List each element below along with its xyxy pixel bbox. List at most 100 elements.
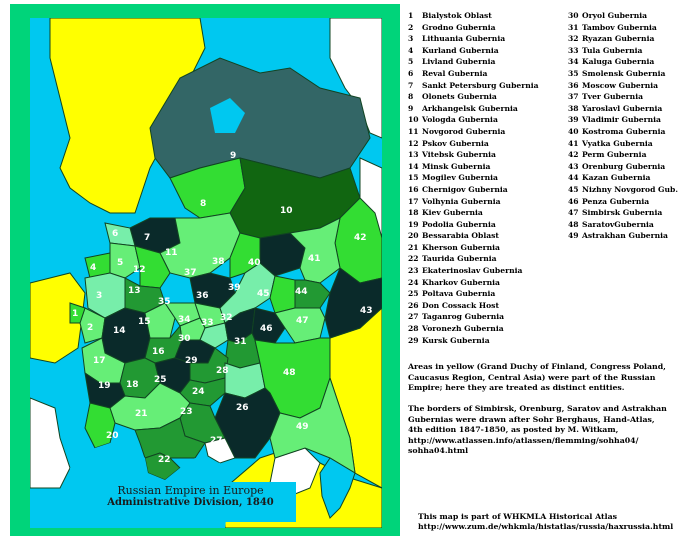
map-label-31: 31 — [234, 337, 247, 347]
map-label-10: 10 — [280, 206, 293, 216]
region-43 — [324, 267, 382, 339]
map-label-4: 4 — [90, 263, 96, 273]
caspian-sea — [319, 457, 356, 519]
note-borders-source: The borders of Simbirsk, Orenburg, Sarat… — [408, 404, 667, 455]
map-label-24: 24 — [192, 387, 205, 397]
map-label-12: 12 — [133, 265, 146, 275]
region-49 — [269, 376, 356, 474]
map-label-25: 25 — [154, 375, 167, 385]
region-27 — [204, 437, 236, 464]
map-label-30: 30 — [178, 334, 191, 344]
map-label-40: 40 — [248, 258, 261, 268]
region-41 — [288, 217, 341, 284]
map-label-26: 26 — [236, 403, 249, 413]
map-label-37: 37 — [184, 268, 197, 278]
map-label-8: 8 — [200, 199, 206, 209]
map-label-21: 21 — [135, 409, 148, 419]
map-label-23: 23 — [180, 407, 193, 417]
map-svg: 1 2 3 4 5 6 7 8 9 10 11 12 13 14 15 16 1… — [30, 18, 382, 528]
map-labels: 1 2 3 4 5 6 7 8 9 10 11 12 13 14 15 16 1… — [72, 151, 373, 465]
map-label-16: 16 — [152, 347, 165, 357]
caption-box — [86, 482, 296, 522]
poland-region — [30, 272, 86, 364]
map-label-41: 41 — [308, 254, 321, 264]
map-label-29: 29 — [185, 356, 198, 366]
map-label-13: 13 — [128, 286, 141, 296]
finland-region — [49, 18, 206, 214]
map-label-49: 49 — [296, 422, 309, 432]
white-sea — [210, 98, 245, 133]
map-label-18: 18 — [126, 380, 139, 390]
map-label-6: 6 — [112, 229, 118, 239]
map-label-47: 47 — [296, 316, 309, 326]
region-1 — [69, 302, 86, 324]
map-label-17: 17 — [93, 356, 106, 366]
credit-line-2: http://www.zum.de/whkmla/histatlas/russi… — [418, 521, 674, 531]
map-label-42: 42 — [354, 233, 367, 243]
map-label-28: 28 — [216, 366, 229, 376]
map-label-5: 5 — [117, 258, 123, 268]
note-credit: This map is part of WHKMLA Historical At… — [418, 512, 680, 531]
map-label-36: 36 — [196, 291, 209, 301]
caption-subtitle: Administrative Division, 1840 — [107, 497, 274, 508]
map-label-46: 46 — [260, 324, 273, 334]
region-45 — [269, 275, 296, 314]
map-label-11: 11 — [165, 248, 178, 258]
map-label-9: 9 — [230, 151, 236, 161]
map-label-14: 14 — [113, 326, 126, 336]
map-label-35: 35 — [158, 297, 171, 307]
map-label-7: 7 — [144, 233, 150, 243]
map-label-44: 44 — [295, 287, 308, 297]
map-label-1: 1 — [72, 309, 78, 319]
map-label-39: 39 — [228, 283, 241, 293]
note-yellow-areas: Areas in yellow (Grand Duchy of Finland,… — [408, 362, 666, 392]
map-label-20: 20 — [106, 431, 119, 441]
map-label-48: 48 — [283, 368, 296, 378]
map-frame: 1 2 3 4 5 6 7 8 9 10 11 12 13 14 15 16 1… — [10, 4, 400, 536]
credit-line-1: This map is part of WHKMLA Historical At… — [418, 512, 618, 521]
caption-title: Russian Empire in Europe — [117, 484, 264, 497]
